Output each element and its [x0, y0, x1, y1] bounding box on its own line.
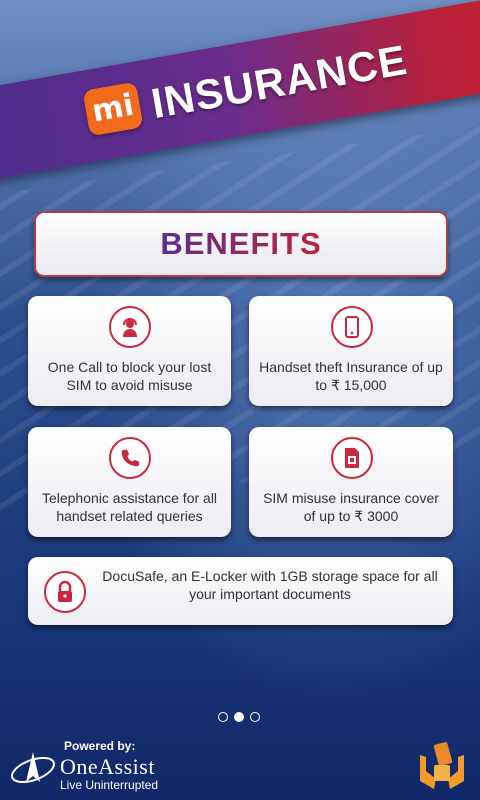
- benefit-card-theft-insurance[interactable]: Handset theft Insurance of up to ₹ 15,00…: [249, 296, 453, 406]
- phone-handset-icon: [109, 437, 151, 479]
- benefit-text: Telephonic assistance for all handset re…: [41, 490, 218, 524]
- benefit-card-block-sim[interactable]: One Call to block your lost SIM to avoid…: [28, 296, 231, 406]
- powered-by-label: Powered by:: [64, 739, 136, 753]
- page-dot-3[interactable]: [250, 712, 260, 722]
- smartphone-icon: [331, 306, 373, 348]
- hands-holding-phone-icon: [420, 742, 464, 789]
- benefit-text: Handset theft Insurance of up to ₹ 15,00…: [259, 359, 443, 393]
- benefit-card-docusafe[interactable]: DocuSafe, an E-Locker with 1GB storage s…: [28, 557, 453, 625]
- page-dot-1[interactable]: [218, 712, 228, 722]
- sim-card-icon: [331, 437, 373, 479]
- oneassist-logo-icon: [11, 752, 55, 784]
- benefit-card-sim-misuse[interactable]: SIM misuse insurance cover of up to ₹ 30…: [249, 427, 453, 537]
- brand-name: OneAssist: [60, 754, 155, 779]
- benefits-heading-box: BENEFITS: [34, 211, 448, 277]
- benefit-text: One Call to block your lost SIM to avoid…: [47, 359, 212, 393]
- mi-logo-icon: mi: [82, 81, 144, 137]
- headset-icon: [109, 306, 151, 348]
- page-indicator[interactable]: [218, 712, 260, 722]
- benefit-text: DocuSafe, an E-Locker with 1GB storage s…: [102, 568, 438, 602]
- page-dot-2-active[interactable]: [234, 712, 244, 722]
- benefit-card-telephonic-assistance[interactable]: Telephonic assistance for all handset re…: [28, 427, 231, 537]
- lock-icon: [44, 571, 86, 613]
- mi-logo-text: mi: [89, 87, 137, 130]
- benefits-heading: BENEFITS: [160, 226, 322, 261]
- brand-tagline: Live Uninterrupted: [60, 778, 159, 792]
- benefit-text: SIM misuse insurance cover of up to ₹ 30…: [263, 490, 439, 524]
